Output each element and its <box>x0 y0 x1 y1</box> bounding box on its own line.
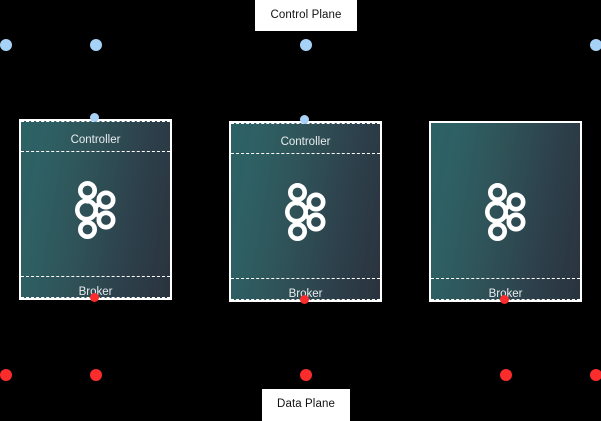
node-1-broker-label: Broker <box>78 286 113 298</box>
node-2-broker-rule <box>231 278 380 279</box>
node-1-broker-rule <box>21 276 170 277</box>
node-2-controller-rule <box>231 153 380 154</box>
node-2-control-connector[interactable] <box>300 115 309 124</box>
node-2-controller-label: Controller <box>280 136 331 148</box>
control-plane-dot-2[interactable] <box>90 39 102 51</box>
node-1-data-connector[interactable] <box>90 293 99 302</box>
data-plane-dot-2[interactable] <box>90 369 102 381</box>
kafka-logo-icon <box>283 182 329 241</box>
broker-node-3[interactable]: Broker <box>429 121 582 302</box>
kafka-logo-icon <box>483 182 529 241</box>
data-plane-dot-5[interactable] <box>590 369 601 381</box>
control-plane-dot-3[interactable] <box>300 39 312 51</box>
control-plane-label: Control Plane <box>255 0 357 31</box>
broker-node-1-body: Controller <box>21 121 170 298</box>
broker-node-1[interactable]: Controller <box>19 119 172 300</box>
data-plane-dot-3[interactable] <box>300 369 312 381</box>
control-plane-dot-1[interactable] <box>0 39 12 51</box>
kafka-logo-icon <box>73 180 119 239</box>
data-plane-label: Data Plane <box>262 389 350 421</box>
node-1-controller-rule <box>21 151 170 152</box>
node-1-controller-label: Controller <box>70 134 121 146</box>
node-2-data-connector[interactable] <box>300 295 309 304</box>
node-2-broker-label: Broker <box>288 288 323 300</box>
node-1-control-connector[interactable] <box>90 113 99 122</box>
broker-node-2[interactable]: Controller <box>229 121 382 302</box>
data-plane-dot-1[interactable] <box>0 369 12 381</box>
data-plane-dot-4[interactable] <box>500 369 512 381</box>
broker-node-3-body: Broker <box>431 123 580 300</box>
node-3-broker-rule <box>431 278 580 279</box>
node-3-broker-label: Broker <box>488 288 523 300</box>
control-plane-dot-4[interactable] <box>590 39 601 51</box>
node-3-data-connector[interactable] <box>500 295 509 304</box>
broker-node-2-body: Controller <box>231 123 380 300</box>
